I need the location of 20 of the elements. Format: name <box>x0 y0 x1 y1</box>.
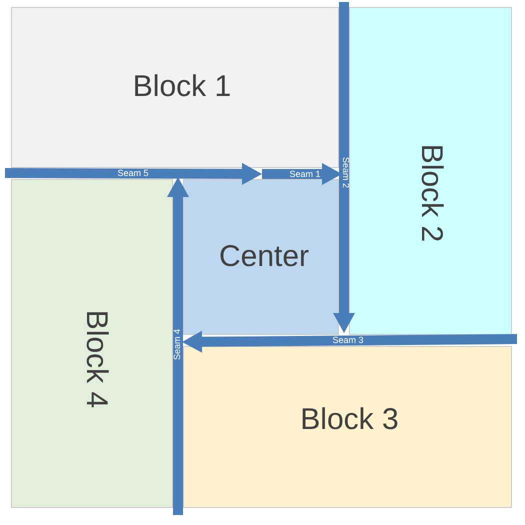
block-label: Block 4 <box>81 310 111 408</box>
quilt-block <box>349 7 512 335</box>
edge-label: Seam 1 <box>289 170 321 178</box>
edge-label: Seam 5 <box>117 168 149 178</box>
quilt-block <box>11 7 339 168</box>
seam-arrow <box>182 330 517 353</box>
seam-arrow <box>167 177 189 515</box>
seam-arrow <box>5 162 262 185</box>
edge-label: Seam 2 <box>342 156 350 188</box>
edge-label: Seam 3 <box>332 336 364 344</box>
seam-arrow <box>262 163 342 185</box>
block-label: Block 1 <box>132 72 232 102</box>
block-label: Block 3 <box>300 405 399 435</box>
quilt-block <box>183 346 512 508</box>
quilt-block <box>183 179 339 335</box>
quilt-block <box>11 179 173 508</box>
block-label: Center <box>218 242 310 272</box>
edge-label: Seam 4 <box>174 328 182 360</box>
seam-arrow <box>333 2 355 333</box>
block-label: Block 2 <box>416 144 446 242</box>
